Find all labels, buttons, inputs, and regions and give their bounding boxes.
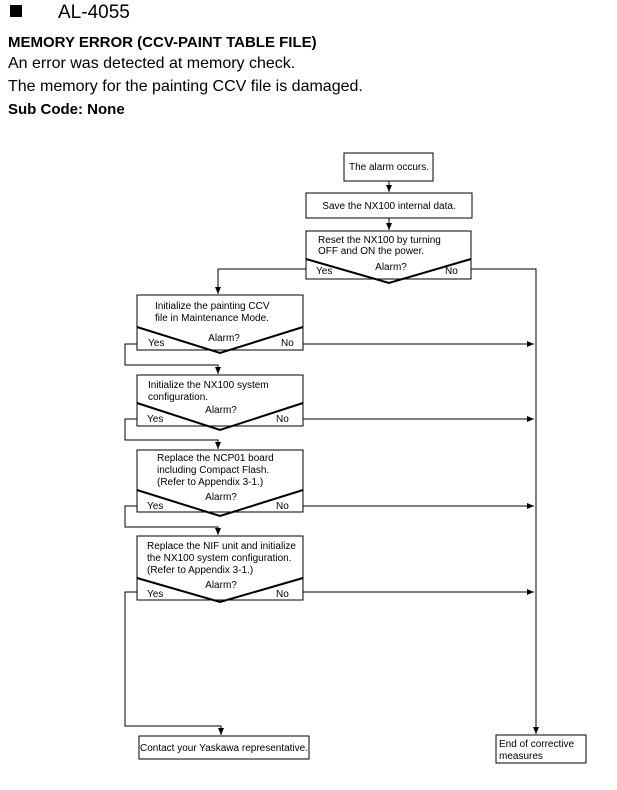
start-box: The alarm occurs. — [343, 152, 434, 182]
alarm-question: Alarm? — [208, 333, 240, 344]
alarm-code-heading: AL-4055 — [8, 2, 130, 24]
no-trunk-connector — [471, 268, 539, 734]
yes-connector-2 — [124, 343, 221, 374]
yes-label: Yes — [147, 589, 163, 600]
yes-connector-4 — [124, 505, 221, 535]
decision-diamond — [136, 577, 304, 604]
replace-ncp-text-line-3: (Refer to Appendix 3-1.) — [157, 477, 263, 488]
init-ccv-text-line-2: file in Maintenance Mode. — [155, 313, 269, 324]
end-text-line-2: measures — [499, 751, 543, 762]
reset-text-line-1: Reset the NX100 by turning — [318, 235, 441, 246]
decision-diamond — [136, 402, 304, 432]
replace-nif-text-line-2: the NX100 system configuration. — [147, 553, 292, 564]
init-ccv-box: Initialize the painting CCV file in Main… — [136, 294, 304, 355]
no-label: No — [276, 589, 289, 600]
no-label: No — [281, 338, 294, 349]
replace-ncp-text-line-2: including Compact Flash. — [157, 465, 269, 476]
init-ccv-text-line-1: Initialize the painting CCV — [155, 301, 270, 312]
replace-nif-text-line-1: Replace the NIF unit and initialize — [147, 541, 296, 552]
decision-diamond — [136, 326, 304, 355]
alarm-question: Alarm? — [205, 580, 237, 591]
yes-label: Yes — [147, 501, 163, 512]
error-title: MEMORY ERROR (CCV-PAINT TABLE FILE) — [8, 34, 317, 51]
square-bullet-icon — [10, 5, 22, 17]
init-system-text-line-2: configuration. — [148, 392, 208, 403]
save-data-text: Save the NX100 internal data. — [322, 201, 455, 212]
yes-label: Yes — [148, 338, 164, 349]
decision-diamond — [305, 258, 472, 285]
end-text-line-1: End of corrective — [499, 739, 574, 750]
init-system-box: Initialize the NX100 system configuratio… — [136, 374, 304, 432]
replace-ncp-box: Replace the NCP01 board including Compac… — [136, 449, 304, 518]
reset-text-line-2: OFF and ON the power. — [318, 246, 424, 257]
alarm-question: Alarm? — [375, 262, 407, 273]
start-text: The alarm occurs. — [349, 162, 429, 173]
contact-box: Contact your Yaskawa representative. — [138, 735, 310, 760]
save-data-box: Save the NX100 internal data. — [305, 192, 473, 219]
yes-label: Yes — [147, 414, 163, 425]
contact-text: Contact your Yaskawa representative. — [140, 743, 308, 754]
init-system-text-line-1: Initialize the NX100 system — [148, 380, 269, 391]
no-label: No — [445, 266, 458, 277]
replace-nif-box: Replace the NIF unit and initialize the … — [136, 535, 304, 604]
description-line-2: The memory for the painting CCV file is … — [8, 78, 363, 95]
yes-connector-3 — [124, 418, 221, 449]
alarm-question: Alarm? — [205, 405, 237, 416]
description-line-1: An error was detected at memory check. — [8, 55, 296, 72]
yes-connector-1 — [215, 268, 306, 294]
alarm-question: Alarm? — [205, 492, 237, 503]
replace-nif-text-line-3: (Refer to Appendix 3-1.) — [147, 565, 253, 576]
no-label: No — [276, 501, 289, 512]
no-label: No — [276, 414, 289, 425]
end-box: End of corrective measures — [495, 734, 587, 764]
decision-diamond — [136, 489, 304, 518]
yes-connector-5 — [124, 591, 224, 735]
reset-decision-box: Reset the NX100 by turning OFF and ON th… — [305, 230, 472, 285]
yes-label: Yes — [316, 266, 332, 277]
replace-ncp-text-line-1: Replace the NCP01 board — [157, 453, 274, 464]
alarm-code: AL-4055 — [58, 2, 130, 23]
sub-code: Sub Code: None — [8, 101, 125, 118]
